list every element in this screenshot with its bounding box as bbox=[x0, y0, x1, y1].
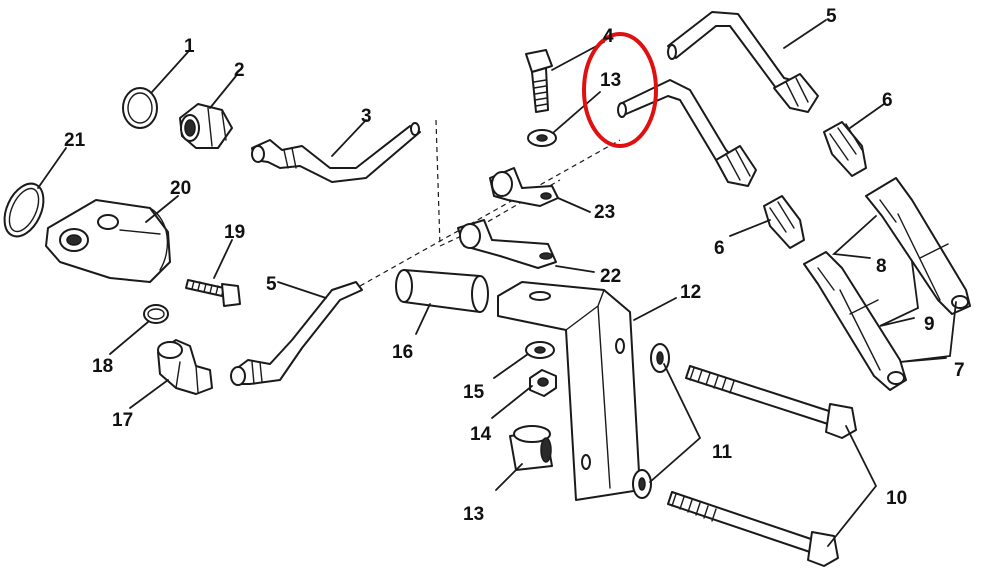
callout-23: 23 bbox=[594, 202, 615, 223]
part-21-large-o-ring bbox=[3, 182, 45, 238]
callout-labels: 1 2 3 4 5 5 6 6 7 8 9 10 11 12 13 13 14 … bbox=[64, 6, 965, 525]
callout-20: 20 bbox=[170, 178, 191, 199]
part-15-washer bbox=[525, 341, 555, 359]
part-6-upper-connector bbox=[823, 121, 867, 177]
part-20-manifold-block bbox=[45, 199, 171, 283]
callout-22: 22 bbox=[600, 266, 621, 287]
callout-11: 11 bbox=[712, 442, 733, 463]
callout-13-lower: 13 bbox=[463, 504, 484, 525]
part-14-nut bbox=[529, 369, 557, 397]
callout-21: 21 bbox=[64, 130, 86, 151]
callout-7: 7 bbox=[954, 360, 965, 381]
part-10-long-bolts bbox=[667, 365, 857, 567]
assembly-axis-line-1 bbox=[359, 139, 621, 287]
callout-19: 19 bbox=[224, 222, 245, 243]
callout-6-upper: 6 bbox=[882, 90, 893, 111]
part-17-elbow-fitting bbox=[157, 339, 213, 395]
callout-9: 9 bbox=[924, 314, 935, 335]
callout-14: 14 bbox=[470, 424, 492, 445]
leader-lines bbox=[37, 19, 957, 547]
part-16-spacer-sleeve bbox=[395, 269, 489, 313]
part-3-tube bbox=[251, 122, 421, 183]
part-5-lower-tube bbox=[230, 281, 363, 386]
part-22-clamp bbox=[457, 219, 557, 269]
part-7-injector bbox=[865, 177, 971, 315]
highlight-circle bbox=[582, 32, 658, 148]
part-4-bolt bbox=[525, 49, 553, 113]
callout-12: 12 bbox=[680, 282, 701, 303]
callout-15: 15 bbox=[463, 382, 485, 403]
part-9-injector bbox=[803, 251, 907, 391]
callout-17: 17 bbox=[112, 410, 133, 431]
callout-8: 8 bbox=[876, 256, 887, 277]
part-11-washers bbox=[632, 343, 670, 499]
callout-1: 1 bbox=[184, 36, 195, 57]
part-18-small-o-ring bbox=[143, 304, 169, 324]
callout-6-lower: 6 bbox=[714, 238, 725, 259]
part-2-hex-fitting bbox=[179, 103, 233, 149]
callout-4: 4 bbox=[603, 26, 614, 47]
callout-16: 16 bbox=[392, 342, 413, 363]
callout-2: 2 bbox=[234, 60, 245, 81]
part-13-lower-spacer bbox=[509, 425, 553, 471]
part-5-upper-tube bbox=[667, 11, 819, 113]
part-1-o-ring bbox=[122, 87, 158, 129]
assembly-axis-line-2 bbox=[435, 119, 441, 247]
callout-10: 10 bbox=[886, 488, 907, 509]
part-13-upper-spacer bbox=[527, 129, 557, 147]
callout-5-upper: 5 bbox=[826, 6, 837, 27]
part-5-second-tube bbox=[617, 79, 757, 187]
part-19-bolt bbox=[185, 279, 241, 307]
callout-5-lower: 5 bbox=[266, 274, 277, 295]
part-23-clamp bbox=[489, 167, 559, 207]
callout-18: 18 bbox=[92, 356, 113, 377]
callout-3: 3 bbox=[361, 106, 372, 127]
part-6-lower-connector bbox=[763, 195, 805, 249]
callout-13-upper: 13 bbox=[600, 70, 621, 91]
